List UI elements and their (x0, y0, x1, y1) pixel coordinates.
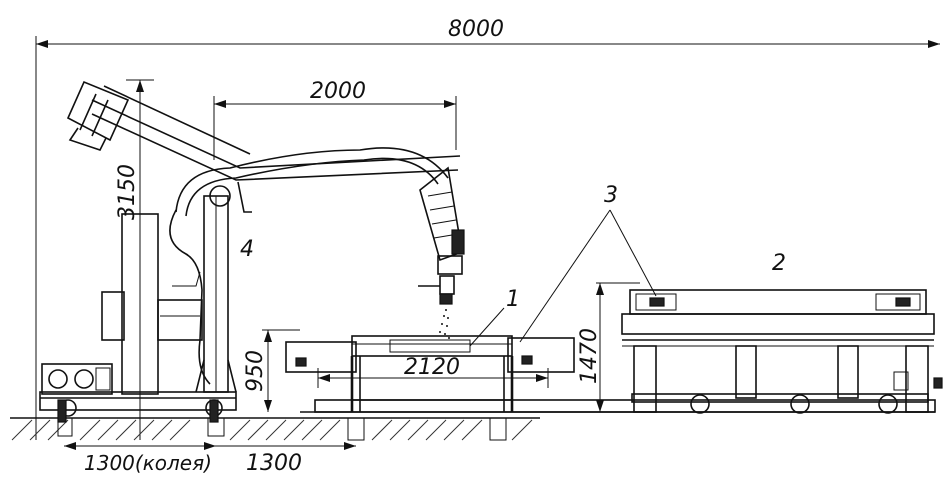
callout-transfer-cart: 2 (772, 251, 786, 276)
boom-reach-label: 2000 (310, 79, 366, 104)
dimension-lines (35, 36, 940, 450)
callout-table: 1 (506, 287, 520, 312)
floor-hatching (10, 399, 936, 441)
gauge-left-label: 1300(колея) (84, 451, 212, 475)
welding-machine (39, 80, 465, 423)
spray-particles (439, 309, 450, 339)
transfer-cart (621, 289, 943, 414)
table-length-label: 2120 (404, 355, 460, 380)
welding-table (285, 335, 575, 412)
callout-leaders (469, 209, 657, 347)
callout-column: 4 (240, 237, 254, 262)
overall-length-label: 8000 (448, 17, 504, 42)
callout-supports: 3 (604, 183, 618, 208)
cart-height-label: 1470 (577, 328, 602, 384)
table-height-label: 950 (243, 350, 268, 392)
machine-height-label: 3150 (115, 164, 140, 220)
gauge-right-label: 1300 (246, 451, 302, 476)
